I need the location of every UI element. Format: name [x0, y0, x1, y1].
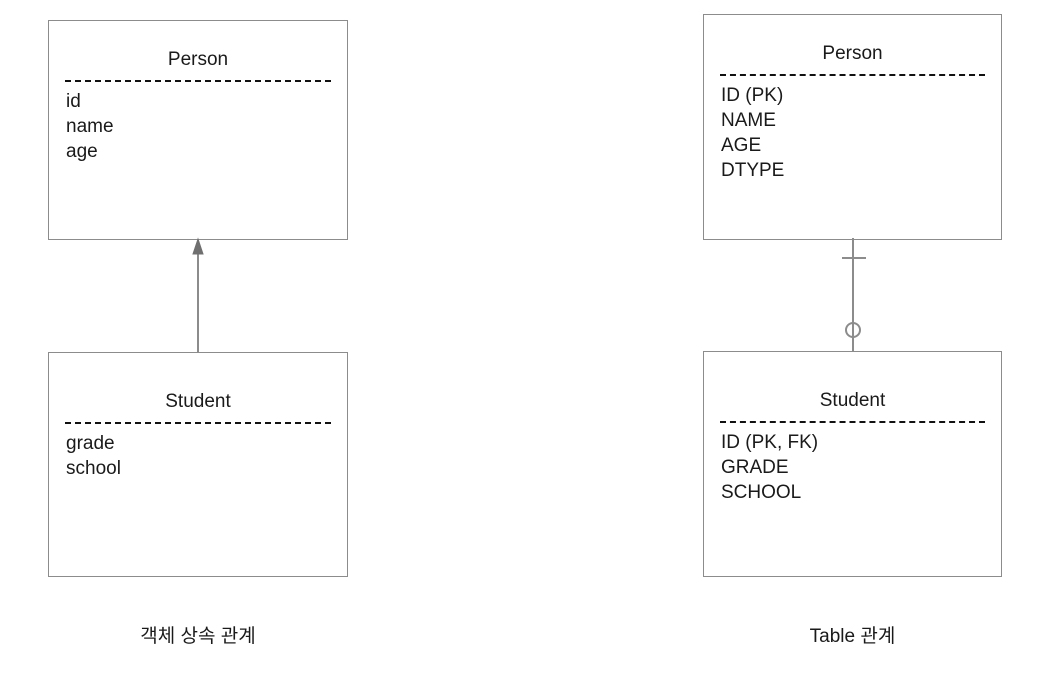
- class-attributes-student-left: grade school: [49, 431, 347, 481]
- attribute-row: id: [66, 91, 81, 112]
- class-title-student-left: Student: [165, 391, 231, 412]
- class-box-person-left[interactable]: Person id name age: [48, 20, 348, 240]
- column-row: NAME: [721, 110, 776, 131]
- class-box-student-left[interactable]: Student grade school: [48, 352, 348, 577]
- class-attributes-person-left: id name age: [49, 89, 347, 164]
- table-box-student-right[interactable]: Student ID (PK, FK) GRADE SCHOOL: [703, 351, 1002, 577]
- column-row: AGE: [721, 135, 762, 156]
- column-row: ID (PK, FK): [721, 432, 819, 453]
- attribute-row: school: [66, 458, 121, 479]
- column-row: ID (PK): [721, 85, 784, 106]
- attribute-row: name: [66, 116, 114, 137]
- table-columns-student-right: ID (PK, FK) GRADE SCHOOL: [704, 430, 1001, 505]
- table-separator-student-right: [720, 421, 985, 423]
- caption-right-diagram: Table 관계: [809, 626, 896, 647]
- relationship-connector-right: [842, 238, 866, 354]
- attribute-row: grade: [66, 433, 115, 454]
- generalization-arrow-left: [192, 237, 204, 354]
- table-box-person-right[interactable]: Person ID (PK) NAME AGE DTYPE: [703, 14, 1002, 240]
- generalization-arrowhead-icon: [192, 237, 204, 255]
- table-separator-person-right: [720, 74, 985, 76]
- column-row: GRADE: [721, 457, 789, 478]
- class-separator-student-left: [65, 422, 331, 424]
- table-title-student-right: Student: [819, 390, 886, 411]
- caption-left-diagram: 객체 상속 관계: [140, 626, 256, 647]
- class-separator-person-left: [65, 80, 331, 82]
- column-row: DTYPE: [721, 160, 785, 181]
- class-title-person-left: Person: [167, 49, 229, 70]
- attribute-row: age: [66, 141, 98, 162]
- table-columns-person-right: ID (PK) NAME AGE DTYPE: [704, 83, 1001, 183]
- column-row: SCHOOL: [721, 482, 802, 503]
- table-title-person-right: Person: [822, 43, 883, 64]
